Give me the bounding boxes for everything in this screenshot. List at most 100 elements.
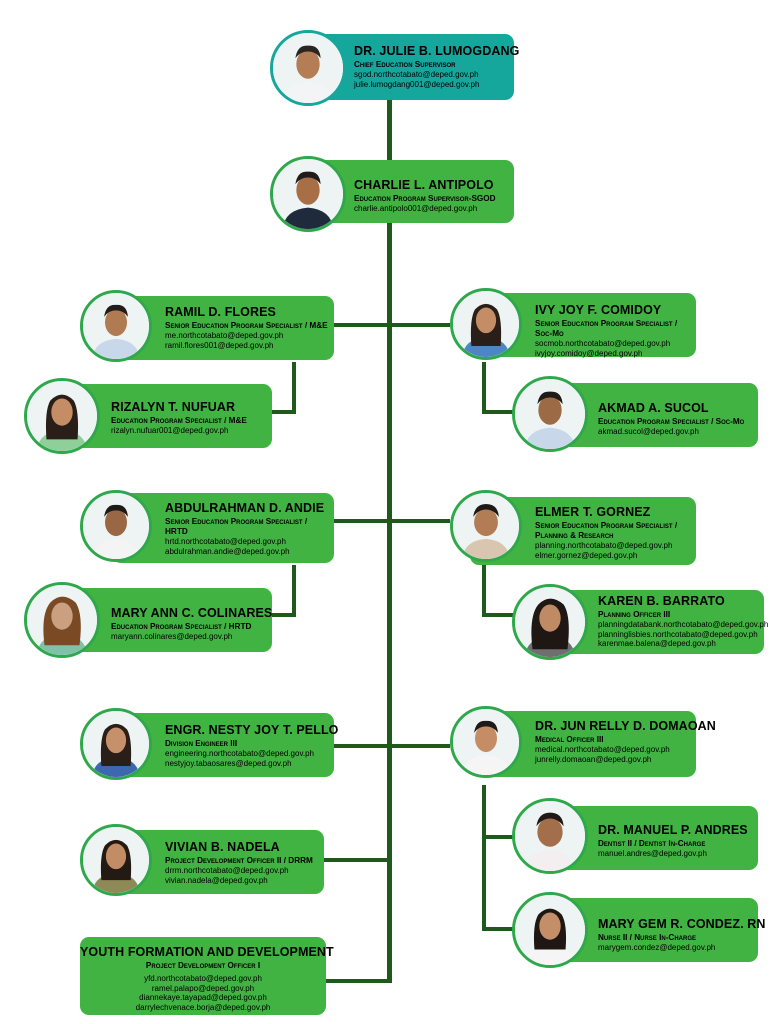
node-flores-text: RAMIL D. FLORES Senior Education Program… bbox=[165, 305, 335, 350]
person-name: AKMAD A. SUCOL bbox=[598, 401, 709, 415]
person-photo-icon bbox=[83, 293, 149, 359]
person-title: Senior Education Program Specialist / Pl… bbox=[535, 521, 678, 540]
person-email: planninglisbies.northcotabato@deped.gov.… bbox=[598, 629, 758, 639]
person-email: planningdatabank.northcotabato@deped.gov… bbox=[598, 620, 769, 629]
person-email: medical.northcotabato@deped.gov.ph bbox=[535, 745, 670, 754]
connector-flores-nufuar-h bbox=[268, 410, 296, 414]
connector-andres-h bbox=[482, 835, 514, 839]
unit-email: ramel.palapo@deped.gov.ph bbox=[151, 983, 255, 993]
node-nufuar-text: RIZALYN T. NUFUAR Education Program Spec… bbox=[111, 400, 271, 436]
connector-pello bbox=[330, 744, 390, 748]
person-photo-icon bbox=[27, 381, 97, 451]
node-andie-text: ABDULRAHMAN D. ANDIE Senior Education Pr… bbox=[165, 501, 327, 556]
person-email: planning.northcotabato@deped.gov.ph bbox=[535, 541, 673, 550]
connector-flores bbox=[330, 323, 390, 327]
avatar-colinares bbox=[24, 582, 100, 658]
connector-andie-colinares-v bbox=[292, 565, 296, 617]
person-name: RIZALYN T. NUFUAR bbox=[111, 400, 236, 414]
person-title: Nurse II / Nurse In-Charge bbox=[598, 933, 697, 942]
person-email: abdulrahman.andie@deped.gov.ph bbox=[165, 546, 290, 556]
person-title: Education Program Specialist / HRTD bbox=[111, 622, 252, 631]
person-title: Division Engineer III bbox=[165, 739, 238, 748]
person-photo-icon bbox=[515, 587, 585, 657]
person-email: socmob.northcotabato@deped.gov.ph bbox=[535, 339, 671, 348]
unit-name: YOUTH FORMATION AND DEVELOPMENT bbox=[80, 945, 334, 959]
person-email: karenmae.balena@deped.gov.ph bbox=[598, 639, 716, 648]
person-email: sgod.northcotabato@deped.gov.ph bbox=[354, 70, 479, 79]
person-photo-icon bbox=[273, 159, 343, 229]
person-name: ELMER T. GORNEZ bbox=[535, 505, 651, 519]
connector-gornez-barrato-v bbox=[482, 565, 486, 617]
person-photo-icon bbox=[453, 493, 519, 559]
node-andres-text: DR. MANUEL P. ANDRES Dentist II / Dentis… bbox=[598, 823, 758, 859]
connector-andie-colinares-h bbox=[268, 613, 296, 617]
avatar-barrato bbox=[512, 584, 588, 660]
person-title: Education Program Supervisor-SGOD bbox=[354, 194, 496, 203]
person-name: CHARLIE L. ANTIPOLO bbox=[354, 178, 494, 192]
person-title: Senior Education Program Specialist / M&… bbox=[165, 321, 328, 330]
avatar-pello bbox=[80, 708, 152, 780]
person-photo-icon bbox=[27, 585, 97, 655]
avatar-gornez bbox=[450, 490, 522, 562]
person-email: akmad.sucol@deped.gov.ph bbox=[598, 427, 699, 436]
person-email: drrm.northcotabato@deped.gov.ph bbox=[165, 866, 289, 875]
person-name: ENGR. NESTY JOY T. PELLO bbox=[165, 723, 339, 737]
unit-title: Project Development Officer I bbox=[145, 961, 261, 970]
node-sucol-text: AKMAD A. SUCOL Education Program Special… bbox=[598, 401, 758, 437]
avatar-antipolo bbox=[270, 156, 346, 232]
person-title: Education Program Specialist / Soc-Mo bbox=[598, 417, 745, 426]
person-photo-icon bbox=[453, 291, 519, 357]
person-title: Education Program Specialist / M&E bbox=[111, 416, 247, 425]
person-email: ivyjoy.comidoy@deped.gov.ph bbox=[535, 348, 643, 358]
person-email: charlie.antipolo001@deped.gov.ph bbox=[354, 204, 478, 213]
person-name: RAMIL D. FLORES bbox=[165, 305, 276, 319]
avatar-nufuar bbox=[24, 378, 100, 454]
person-title: Planning Officer III bbox=[598, 610, 671, 619]
node-antipolo-text: CHARLIE L. ANTIPOLO Education Program Su… bbox=[354, 178, 514, 214]
connector-comidoy-sucol-h bbox=[482, 410, 514, 414]
connector-condez-h bbox=[482, 927, 514, 931]
connector-gornez bbox=[390, 519, 450, 523]
person-email: rizalyn.nufuar001@deped.gov.ph bbox=[111, 426, 229, 435]
node-comidoy-text: IVY JOY F. COMIDOY Senior Education Prog… bbox=[535, 303, 695, 358]
avatar-lumogdang bbox=[270, 30, 346, 106]
person-email: julie.lumogdang001@deped.gov.ph bbox=[354, 79, 480, 89]
connector-trunk bbox=[387, 96, 392, 983]
connector-andie bbox=[330, 519, 390, 523]
person-email: hrtd.northcotabato@deped.gov.ph bbox=[165, 537, 286, 546]
node-pello-text: ENGR. NESTY JOY T. PELLO Division Engine… bbox=[165, 723, 339, 768]
node-domaoan-text: DR. JUN RELLY D. DOMAOAN Medical Officer… bbox=[535, 719, 716, 764]
person-title: Dentist II / Dentist In-Charge bbox=[598, 839, 706, 848]
person-photo-icon bbox=[453, 709, 519, 775]
person-name: DR. JULIE B. LUMOGDANG bbox=[354, 44, 520, 58]
connector-comidoy-sucol-v bbox=[482, 362, 486, 414]
person-title: Project Development Officer II / DRRM bbox=[165, 856, 313, 865]
connector-flores-nufuar-v bbox=[292, 362, 296, 414]
connector-comidoy bbox=[390, 323, 450, 327]
unit-email: darrylechvenace.borja@deped.gov.ph bbox=[135, 1002, 271, 1012]
person-title: Chief Education Supervisor bbox=[354, 60, 456, 69]
connector-yfd bbox=[325, 979, 392, 983]
person-email: marygem.condez@deped.gov.ph bbox=[598, 943, 716, 952]
unit-email: yfd.northcotabato@deped.gov.ph bbox=[144, 974, 262, 983]
node-lumogdang-text: DR. JULIE B. LUMOGDANG Chief Education S… bbox=[354, 44, 520, 89]
node-colinares-text: MARY ANN C. COLINARES Education Program … bbox=[111, 606, 272, 642]
node-yfd-text: YOUTH FORMATION AND DEVELOPMENT Project … bbox=[80, 945, 334, 1012]
person-photo-icon bbox=[515, 379, 585, 449]
node-condez-text: MARY GEM R. CONDEZ. RN Nurse II / Nurse … bbox=[598, 917, 765, 953]
person-photo-icon bbox=[273, 33, 343, 103]
unit-email: diannekaye.tayapad@deped.gov.ph bbox=[139, 993, 267, 1002]
person-photo-icon bbox=[515, 895, 585, 965]
connector-domaoan bbox=[390, 744, 450, 748]
avatar-sucol bbox=[512, 376, 588, 452]
person-email: engineering.northcotabato@deped.gov.ph bbox=[165, 749, 314, 758]
person-title: Senior Education Program Specialist / HR… bbox=[165, 517, 308, 536]
person-name: DR. MANUEL P. ANDRES bbox=[598, 823, 748, 837]
person-email: elmer.gornez@deped.gov.ph bbox=[535, 550, 638, 560]
person-name: DR. JUN RELLY D. DOMAOAN bbox=[535, 719, 716, 733]
connector-gornez-barrato-h bbox=[482, 613, 514, 617]
avatar-andie bbox=[80, 490, 152, 562]
node-nadela-text: VIVIAN B. NADELA Project Development Off… bbox=[165, 840, 325, 885]
connector-domaoan-medical-v bbox=[482, 785, 486, 931]
person-photo-icon bbox=[83, 493, 149, 559]
